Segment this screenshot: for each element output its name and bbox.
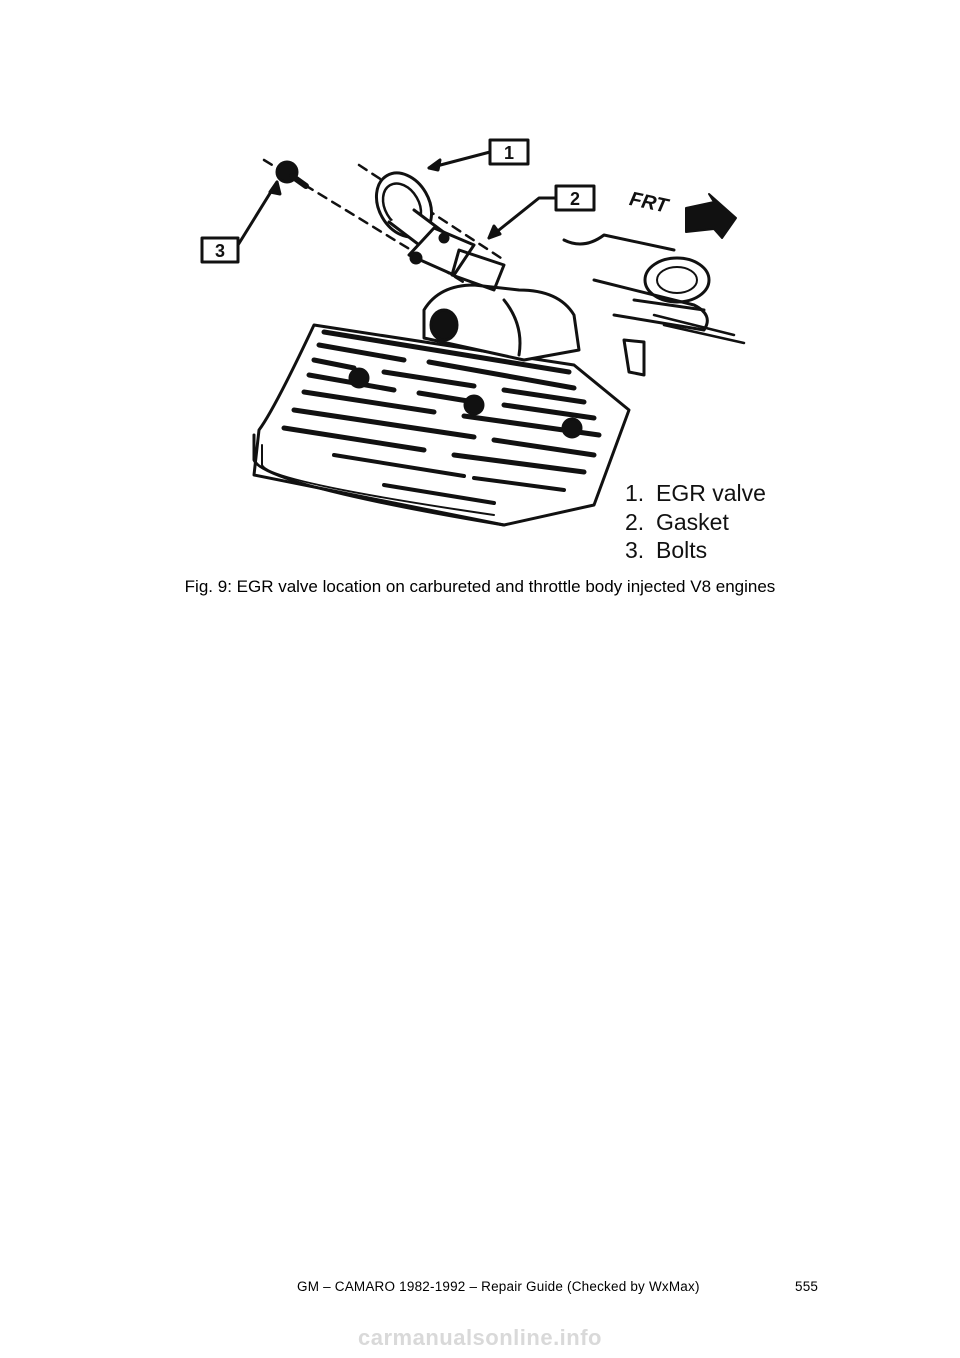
page-number: 555 (795, 1279, 819, 1294)
legend-label: Bolts (656, 537, 708, 563)
bolt (275, 160, 309, 189)
intake-manifold (422, 233, 746, 377)
egr-valve (374, 171, 476, 277)
callout-2: 2 (487, 184, 596, 240)
legend-item: 1. EGR valve (625, 479, 766, 508)
egr-valve-illustration: 1 2 3 FRT (174, 110, 794, 566)
figure-caption: Fig. 9: EGR valve location on carbureted… (184, 577, 776, 596)
figure-legend: 1. EGR valve 2. Gasket 3. Bolts (625, 479, 766, 565)
callout-1: 1 (427, 138, 530, 172)
callout-3-label: 3 (215, 241, 225, 261)
legend-label: EGR valve (656, 480, 766, 506)
legend-label: Gasket (656, 508, 729, 535)
egr-gasket (450, 248, 506, 292)
watermark: carmanualsonline.info (358, 1325, 602, 1350)
legend-number: 2. (625, 508, 645, 535)
callout-2-label: 2 (570, 189, 580, 209)
page-footer: GM – CAMARO 1982-1992 – Repair Guide (Ch… (297, 1279, 700, 1294)
front-direction-indicator: FRT (627, 188, 737, 239)
callout-1-label: 1 (504, 143, 514, 163)
arrow-right-icon (685, 193, 737, 239)
legend-number: 1. (625, 480, 645, 506)
callout-3: 3 (200, 180, 282, 264)
valve-cover (252, 323, 631, 527)
frt-label: FRT (627, 188, 671, 218)
legend-item: 2. Gasket (625, 508, 766, 537)
legend-item: 3. Bolts (625, 536, 766, 565)
legend-number: 3. (625, 537, 645, 563)
